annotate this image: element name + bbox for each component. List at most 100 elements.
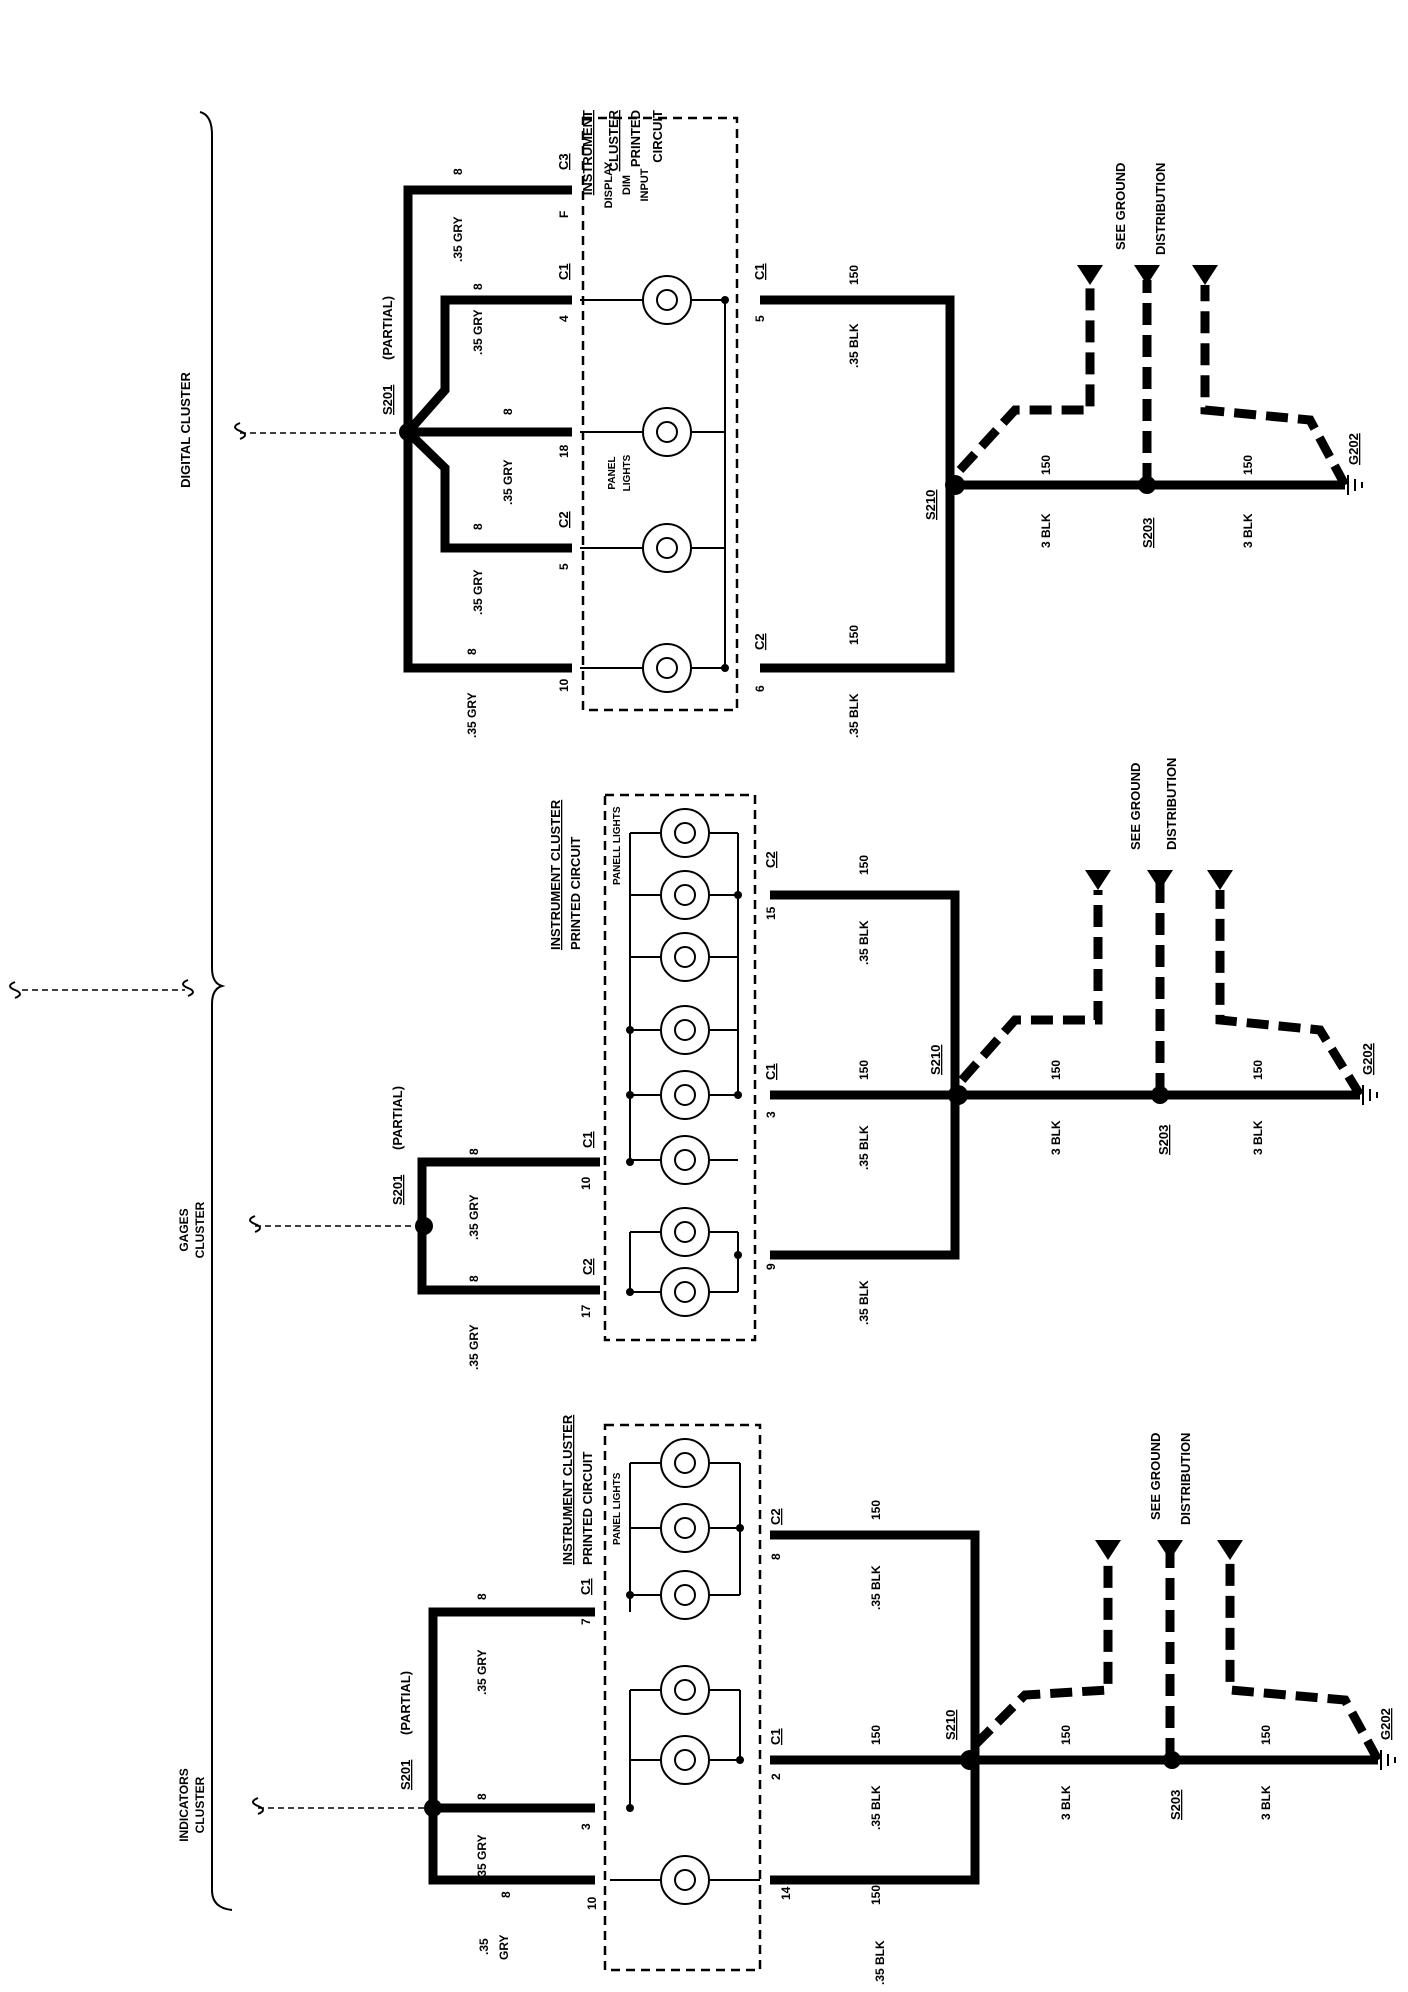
gry-labels: .35 GRY .35 GRY .35 GRY 8 8 8: [475, 1593, 513, 1960]
svg-text:SEE GROUND: SEE GROUND: [1113, 163, 1128, 250]
svg-text:DIM: DIM: [621, 175, 633, 195]
svg-text:CLUSTER: CLUSTER: [193, 1201, 207, 1258]
svg-text:.35 BLK: .35 BLK: [857, 1280, 871, 1325]
svg-text:DISTRIBUTION: DISTRIBUTION: [1153, 163, 1168, 255]
lamp: [629, 808, 739, 1317]
svg-text:2: 2: [769, 1773, 783, 1780]
svg-text:PANELL LIGHTS: PANELL LIGHTS: [612, 806, 623, 885]
printed-circuit-box: [603, 793, 757, 1342]
svg-text:3 BLK: 3 BLK: [1049, 1120, 1063, 1155]
svg-text:9: 9: [764, 1263, 778, 1270]
svg-text:8: 8: [471, 283, 485, 290]
svg-text:.35 GRY: .35 GRY: [501, 459, 515, 505]
blk-labels: .35 BLK .35 BLK 150 150 150 150 3 BLK 3 …: [847, 265, 1255, 738]
svg-text:150: 150: [1039, 455, 1053, 475]
cluster-label: INDICATORS CLUSTER: [177, 1768, 207, 1842]
cluster-brace: [9, 111, 233, 1911]
splice-s203: [1151, 1086, 1169, 1104]
svg-text:S210: S210: [928, 1045, 943, 1075]
svg-text:3 BLK: 3 BLK: [1241, 513, 1255, 548]
svg-text:.35 GRY: .35 GRY: [467, 1324, 481, 1370]
svg-text:G202: G202: [1360, 1043, 1375, 1075]
svg-text:CLUSTER: CLUSTER: [193, 1776, 207, 1833]
svg-text:8: 8: [467, 1148, 481, 1155]
svg-text:S203: S203: [1168, 1790, 1183, 1820]
svg-text:5: 5: [557, 563, 571, 570]
svg-text:10: 10: [557, 678, 571, 692]
splice-s201: [415, 1217, 433, 1235]
svg-text:8: 8: [499, 1891, 513, 1898]
svg-text:DISTRIBUTION: DISTRIBUTION: [1164, 758, 1179, 850]
svg-text:DISPLAY: DISPLAY: [603, 161, 615, 208]
svg-text:4: 4: [557, 315, 571, 322]
svg-text:150: 150: [869, 1725, 883, 1745]
svg-text:S210: S210: [943, 1710, 958, 1740]
pc-title: INSTRUMENT CLUSTER PRINTED CIRCUIT: [560, 1414, 595, 1565]
svg-text:7: 7: [579, 1618, 593, 1625]
svg-text:G202: G202: [1378, 1708, 1393, 1740]
pin-numbers: 10 17 15 3 9: [579, 906, 778, 1318]
svg-text:.35 GRY: .35 GRY: [451, 216, 465, 262]
svg-text:.35 GRY: .35 GRY: [471, 309, 485, 355]
svg-text:PRINTED CIRCUIT: PRINTED CIRCUIT: [568, 837, 583, 950]
svg-text:.35 GRY: .35 GRY: [467, 1194, 481, 1240]
svg-text:8: 8: [475, 1793, 489, 1800]
svg-text:LIGHTS: LIGHTS: [622, 454, 633, 491]
svg-text:C1: C1: [556, 263, 571, 280]
panel-lights-label: PANEL LIGHTS: [607, 454, 633, 491]
svg-text:INSTRUMENT CLUSTER: INSTRUMENT CLUSTER: [548, 799, 563, 950]
svg-text:15: 15: [764, 906, 778, 920]
svg-text:3: 3: [764, 1111, 778, 1118]
svg-text:DISTRIBUTION: DISTRIBUTION: [1178, 1433, 1193, 1525]
svg-text:10: 10: [585, 1896, 599, 1910]
svg-text:150: 150: [847, 265, 861, 285]
see-ground-label: SEE GROUND DISTRIBUTION: [1148, 1433, 1193, 1525]
see-ground-label: SEE GROUND DISTRIBUTION: [1128, 758, 1179, 850]
svg-text:.35 BLK: .35 BLK: [847, 693, 861, 738]
svg-text:C1: C1: [763, 1063, 778, 1080]
pc-title: INSTRUMENT CLUSTER PRINTED CIRCUIT: [548, 799, 583, 950]
svg-text:CIRCUIT: CIRCUIT: [650, 110, 665, 163]
pin-numbers: 7 3 10 8 2 14: [579, 1553, 793, 1910]
svg-text:.35: .35: [477, 1938, 491, 1955]
svg-text:8: 8: [501, 408, 515, 415]
svg-text:3: 3: [579, 1823, 593, 1830]
svg-text:150: 150: [1259, 1725, 1273, 1745]
svg-text:18: 18: [557, 444, 571, 458]
svg-text:.35 BLK: .35 BLK: [857, 920, 871, 965]
pc-title: INSTRUMENT CLUSTER PRINTED CIRCUIT: [580, 109, 665, 195]
svg-text:INPUT: INPUT: [639, 168, 651, 201]
printed-circuit-box: [603, 1423, 762, 1972]
svg-text:150: 150: [1059, 1725, 1073, 1745]
printed-circuit-box: [581, 116, 739, 712]
svg-text:C2: C2: [580, 1258, 595, 1275]
ground-symbol: [1347, 475, 1363, 495]
svg-text:6: 6: [753, 685, 767, 692]
svg-text:INSTRUMENT CLUSTER: INSTRUMENT CLUSTER: [560, 1414, 575, 1565]
connector-labels: C1 C2 C1: [578, 1508, 783, 1745]
svg-text:3 BLK: 3 BLK: [1259, 1785, 1273, 1820]
svg-text:150: 150: [1049, 1060, 1063, 1080]
section-gages: GAGES CLUSTER INSTRUMENT CLUSTER PRINTED…: [177, 758, 1378, 1370]
svg-text:S201: S201: [398, 1760, 413, 1790]
svg-text:S210: S210: [923, 490, 938, 520]
svg-text:PRINTED CIRCUIT: PRINTED CIRCUIT: [580, 1452, 595, 1565]
svg-text:C2: C2: [752, 633, 767, 650]
svg-text:GAGES: GAGES: [177, 1208, 191, 1251]
svg-text:GRY: GRY: [497, 1934, 511, 1960]
svg-text:.35 BLK: .35 BLK: [857, 1125, 871, 1170]
splice-s201-label: S201: [380, 385, 395, 415]
svg-text:.35 GRY: .35 GRY: [475, 1649, 489, 1695]
see-ground-label: SEE GROUND DISTRIBUTION: [1113, 163, 1168, 255]
splice-s203: [1138, 476, 1156, 494]
svg-text:.35 GRY: .35 GRY: [471, 569, 485, 615]
svg-text:SEE GROUND: SEE GROUND: [1128, 763, 1143, 850]
svg-text:INDICATORS: INDICATORS: [177, 1768, 191, 1842]
cluster-label: GAGES CLUSTER: [177, 1201, 207, 1258]
svg-text:.35 BLK: .35 BLK: [873, 1940, 887, 1985]
splice-s201: [424, 1799, 442, 1817]
svg-text:C3: C3: [556, 153, 571, 170]
display-dim-input-label: DISPLAY DIM INPUT: [603, 161, 651, 208]
connector-labels: C1 C2 C2 C1: [580, 851, 778, 1275]
